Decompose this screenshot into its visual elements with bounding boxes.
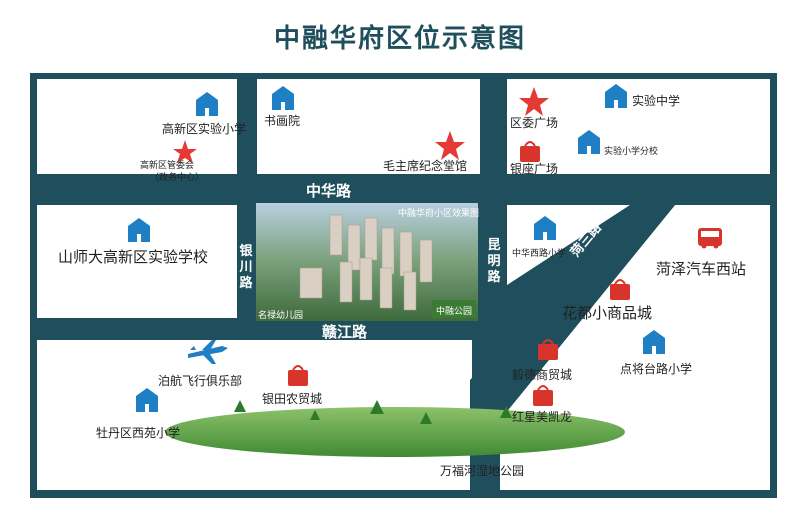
park-trees [234, 400, 512, 424]
road-kunming-v [480, 79, 507, 419]
label-district-square: 区委广场 [510, 116, 559, 130]
label-shanshi: 山师大高新区实验学校 [58, 248, 209, 266]
airplane-icon [188, 340, 228, 364]
label-hongxing: 红星美凯龙 [512, 410, 573, 424]
label-gaoxin-committee: 高新区管委会 [140, 161, 195, 171]
road-label-ganjiang: 赣江路 [322, 323, 368, 341]
label-yintian: 银田农贸城 [262, 392, 323, 406]
block-top-right [507, 79, 770, 174]
school-icon [128, 84, 665, 412]
road-label-kunming: 昆明路 [487, 238, 501, 285]
star-icon [173, 87, 549, 163]
label-shuhuayuan: 书画院 [264, 114, 301, 128]
kindergarten-label: 名禄幼儿园 [258, 311, 304, 321]
label-wanfu: 万福河湿地公园 [440, 464, 525, 478]
road-label-yinchuan: 银川路 [239, 244, 253, 291]
map-title: 中融华府区位示意图 [273, 24, 526, 54]
road-hesan [470, 205, 675, 490]
label-yidetrade: 毅德商贸城 [512, 368, 573, 382]
project-buildings [299, 214, 433, 311]
label-zhonghua-west: 中华西路小学 [512, 249, 567, 259]
star-icon [435, 131, 465, 160]
label-dianjiang: 点将台路小学 [620, 362, 693, 376]
park-badge-label: 中融公园 [436, 307, 473, 317]
label-mao-hall: 毛主席纪念堂馆 [383, 159, 468, 173]
star-icon [173, 140, 197, 163]
label-shiyan-branch: 实验小学分校 [604, 147, 659, 157]
label-mudan-west: 牡丹区西苑小学 [96, 426, 181, 440]
label-gov-center: （政务中心） [150, 173, 205, 183]
photo-caption: 中融华府小区效果图 [398, 209, 480, 219]
label-yinzuo: 银座广场 [510, 162, 559, 176]
wetland-park [165, 407, 625, 457]
label-heze-station: 菏泽汽车西站 [656, 260, 747, 278]
label-shiyan-middle: 实验中学 [632, 94, 681, 108]
photo-park-badge [432, 300, 476, 318]
star-icon [519, 87, 549, 116]
label-bohang: 泊航飞行俱乐部 [158, 374, 243, 388]
bus-icon [698, 228, 722, 249]
label-huadu: 花都小商品城 [562, 304, 653, 322]
shopping-bag-icon [288, 141, 630, 406]
road-label-zhonghua: 中华路 [306, 182, 352, 200]
label-gaoxin-school: 高新区实验小学 [162, 122, 247, 136]
